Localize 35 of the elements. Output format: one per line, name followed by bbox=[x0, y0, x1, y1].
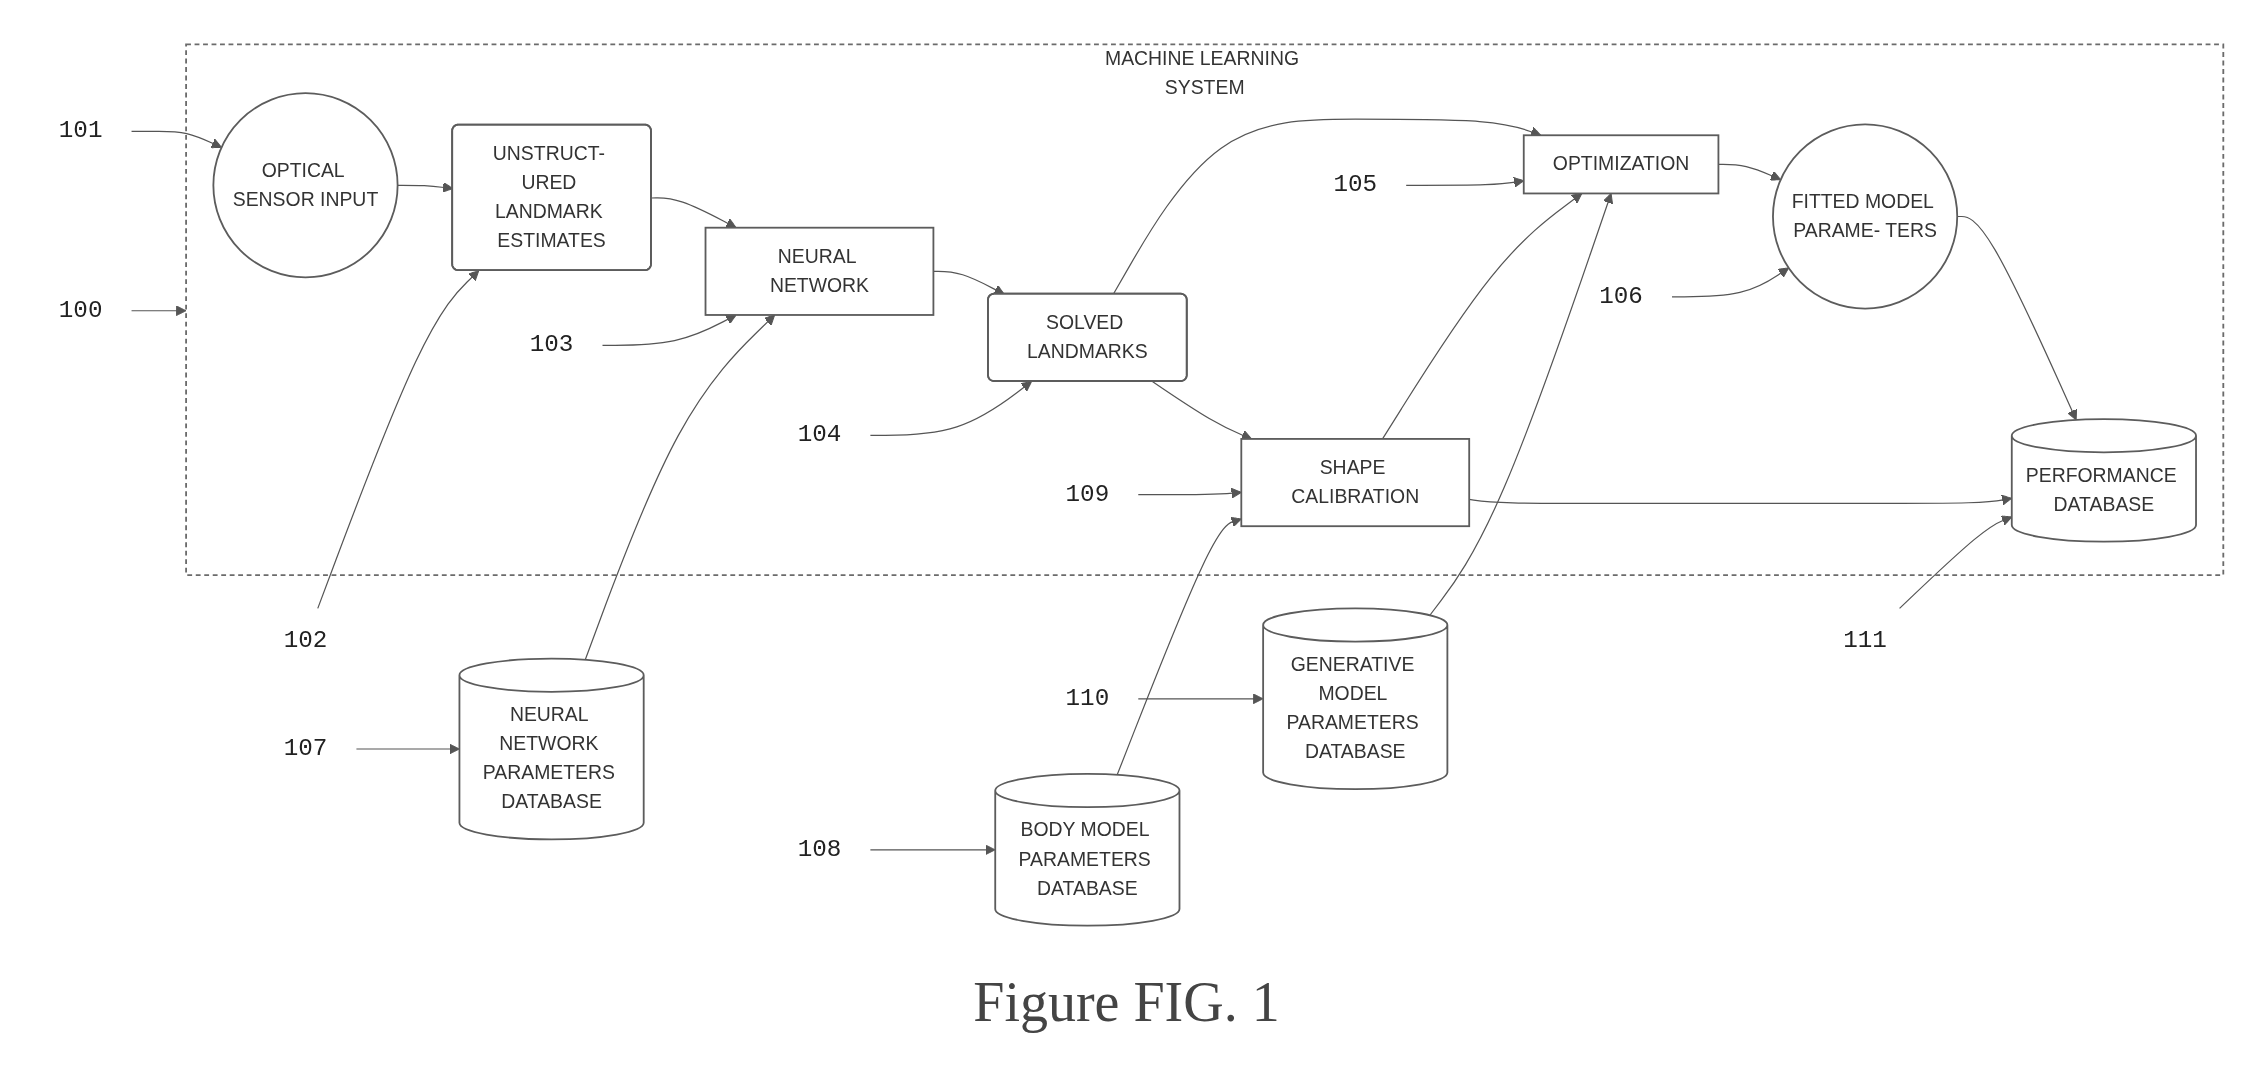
arrow bbox=[355, 743, 460, 755]
arrow bbox=[1116, 516, 1242, 776]
node-text: 103 bbox=[529, 330, 574, 359]
arrow bbox=[1381, 192, 1583, 440]
node-text: 102 bbox=[283, 626, 328, 655]
arrow bbox=[1137, 487, 1242, 499]
node-circle: OPTICAL SENSOR INPUT bbox=[212, 92, 399, 279]
arrow bbox=[130, 305, 187, 317]
arrow bbox=[1671, 267, 1790, 298]
node-text: 109 bbox=[1065, 480, 1110, 509]
arrow bbox=[1898, 515, 2013, 609]
node-box: OPTIMIZATION bbox=[1522, 134, 1720, 195]
arrow bbox=[601, 314, 737, 346]
arrow bbox=[584, 314, 776, 661]
node-text: 106 bbox=[1599, 282, 1643, 311]
node-box: SHAPE CALIBRATION bbox=[1240, 438, 1471, 528]
node-text: 105 bbox=[1333, 170, 1378, 199]
node-text: 111 bbox=[1843, 626, 1887, 655]
arrow bbox=[130, 130, 222, 149]
node-text: 108 bbox=[797, 835, 842, 864]
arrow bbox=[650, 197, 737, 229]
arrow bbox=[1137, 693, 1264, 705]
arrow bbox=[1112, 118, 1542, 295]
node-text: 104 bbox=[797, 420, 842, 449]
node-text: 110 bbox=[1065, 684, 1110, 713]
node-text: 107 bbox=[283, 734, 328, 763]
node-box: NEURAL NETWORK bbox=[704, 226, 935, 316]
arrow bbox=[1429, 192, 1614, 616]
arrow bbox=[869, 844, 996, 856]
node-circle: FITTED MODEL PARAME- TERS bbox=[1772, 123, 1959, 310]
node-text: 101 bbox=[58, 116, 103, 145]
arrow bbox=[317, 270, 480, 609]
figure-caption: Figure FIG. 1 bbox=[973, 971, 1280, 1033]
arrow bbox=[869, 381, 1032, 436]
node-text: 100 bbox=[58, 296, 103, 325]
